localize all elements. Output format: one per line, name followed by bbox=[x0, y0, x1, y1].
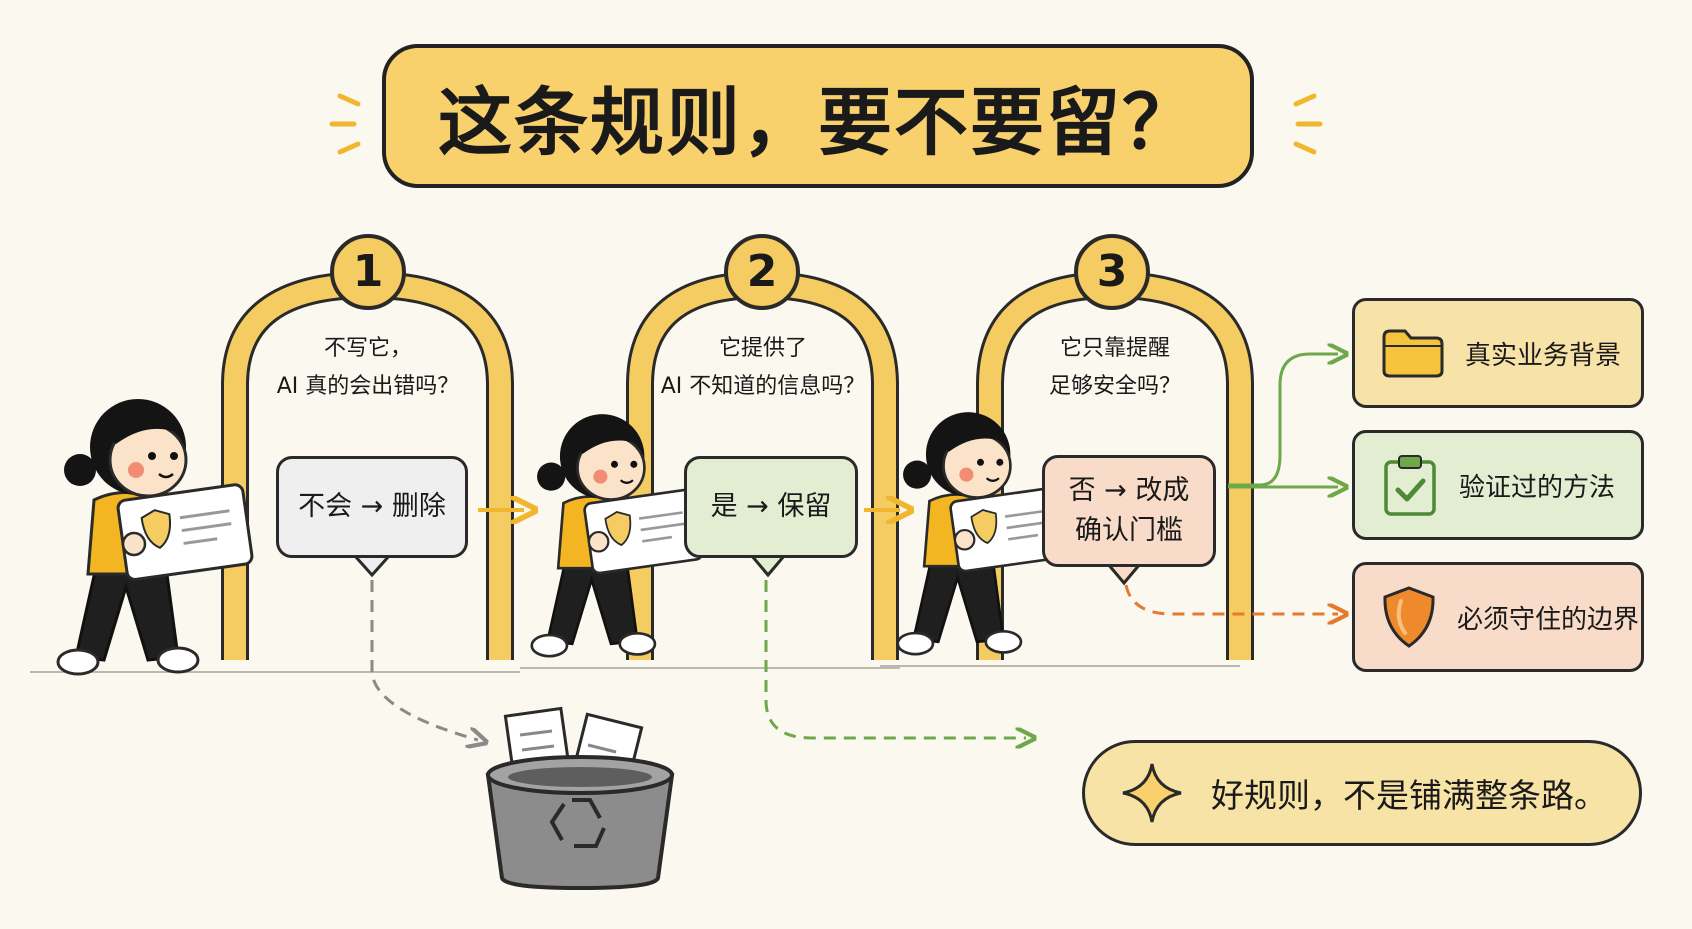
step-3-result-line-1: 否 → 改成 bbox=[1068, 475, 1190, 506]
step-2-result-bubble: 是 → 保留 bbox=[684, 456, 858, 558]
folder-icon bbox=[1382, 329, 1444, 378]
step-1-result-text: 不会 → 删除 bbox=[298, 491, 446, 522]
arrow-to-trash bbox=[370, 580, 478, 740]
arrow-to-card-1 bbox=[1228, 354, 1338, 487]
step-3-result-line-2: 确认门槛 bbox=[1075, 515, 1183, 546]
girl-figure-3 bbox=[896, 412, 1070, 656]
outcome-label-2: 验证过的方法 bbox=[1459, 472, 1616, 503]
step-1-question-line-1: 不写它， bbox=[323, 336, 412, 361]
outcome-card-business-context: 真实业务背景 bbox=[1352, 298, 1644, 408]
outcome-card-verified-method: 验证过的方法 bbox=[1352, 430, 1644, 540]
step-1-circle bbox=[330, 234, 406, 310]
page-title: 这条规则，要不要留？ bbox=[382, 44, 1254, 188]
step-3-number: 3 bbox=[1096, 246, 1128, 297]
step-1-question-line-2: AI 真的会出错吗？ bbox=[276, 374, 460, 399]
title-sparkle-right bbox=[1293, 93, 1323, 155]
outcome-label-1: 真实业务背景 bbox=[1465, 340, 1622, 371]
shield-icon bbox=[1383, 586, 1435, 648]
outcome-card-boundary: 必须守住的边界 bbox=[1352, 562, 1644, 672]
sparkle-icon bbox=[1122, 763, 1182, 823]
footer-banner: 好规则，不是铺满整条路。 bbox=[1082, 740, 1642, 846]
step-1-question: 不写它， AI 真的会出错吗？ bbox=[252, 330, 484, 406]
trash-bin bbox=[485, 706, 675, 891]
step-3-question-line-1: 它只靠提醒 bbox=[1059, 336, 1170, 361]
step-3-question-line-2: 足够安全吗？ bbox=[1048, 374, 1181, 399]
girl-figure-1 bbox=[56, 399, 254, 676]
step-1-result-bubble: 不会 → 删除 bbox=[276, 456, 468, 558]
step-3-question: 它只靠提醒 足够安全吗？ bbox=[1004, 330, 1226, 406]
step-2-question-line-1: 它提供了 bbox=[718, 336, 807, 361]
clipboard-check-icon bbox=[1384, 455, 1436, 516]
footer-text: 好规则，不是铺满整条路。 bbox=[1211, 776, 1607, 815]
recycle-icon bbox=[549, 798, 606, 848]
step-2-number: 2 bbox=[746, 246, 778, 297]
girl-figure-2 bbox=[530, 414, 704, 658]
step-2-question: 它提供了 AI 不知道的信息吗？ bbox=[652, 330, 874, 406]
step-3-result-bubble: 否 → 改成 确认门槛 bbox=[1042, 455, 1216, 567]
step-1-number: 1 bbox=[352, 246, 384, 297]
arrow-keep-to-footer bbox=[764, 580, 1026, 738]
outcome-label-3: 必须守住的边界 bbox=[1457, 604, 1640, 635]
step-2-question-line-2: AI 不知道的信息吗？ bbox=[660, 374, 866, 399]
step-3-circle bbox=[1074, 234, 1150, 310]
arrow-to-card-3 bbox=[1124, 584, 1338, 614]
title-sparkle-left bbox=[329, 93, 361, 155]
step-2-circle bbox=[724, 234, 800, 310]
step-2-result-text: 是 → 保留 bbox=[710, 491, 832, 522]
